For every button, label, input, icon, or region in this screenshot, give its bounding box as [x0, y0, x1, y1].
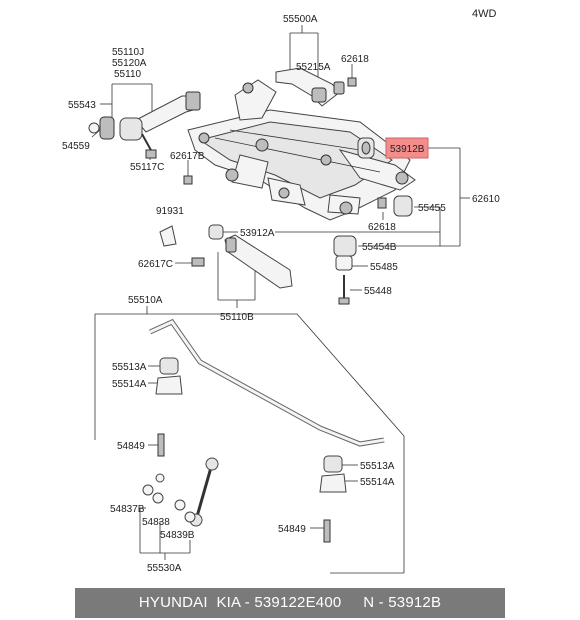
label-91931: 91931 — [156, 206, 184, 217]
label-55454B: 55454B — [362, 242, 397, 253]
label-55514A-right: 55514A — [360, 477, 395, 488]
label-55120A: 55120A — [112, 58, 147, 69]
label-55513A-left: 55513A — [112, 362, 147, 373]
bumper-stack — [333, 235, 357, 305]
label-55110B: 55110B — [220, 312, 254, 323]
label-55514A-left: 55514A — [112, 379, 147, 390]
label-55215A: 55215A — [296, 62, 331, 73]
part-labels: 55500A 55215A 62618 55110J 55120A 55110 … — [62, 14, 500, 574]
upper-arm — [275, 67, 357, 107]
label-55500A: 55500A — [283, 14, 318, 25]
label-62618-mid: 62618 — [368, 222, 396, 233]
rear-subframe — [187, 79, 416, 221]
label-54849-left: 54849 — [117, 441, 145, 452]
label-55455: 55455 — [418, 203, 446, 214]
drive-type-label: 4WD — [472, 8, 497, 20]
label-62610: 62610 — [472, 194, 500, 205]
label-54839B: 54839B — [160, 530, 195, 541]
label-55110: 55110 — [114, 69, 142, 80]
label-55485: 55485 — [370, 262, 398, 273]
trailing-arm — [88, 91, 201, 185]
label-54559: 54559 — [62, 141, 90, 152]
label-54837B: 54837B — [110, 504, 145, 515]
label-55110J: 55110J — [112, 47, 144, 58]
label-55117C: 55117C — [130, 162, 164, 173]
label-55448: 55448 — [364, 286, 392, 297]
bushings-right — [357, 137, 413, 217]
lower-arm — [159, 224, 293, 289]
label-62618-top: 62618 — [341, 54, 369, 65]
label-53912B: 53912B — [390, 144, 425, 155]
label-53912A: 53912A — [240, 228, 275, 239]
label-55513A-right: 55513A — [360, 461, 395, 472]
label-54838: 54838 — [142, 517, 170, 528]
label-62617B: 62617B — [170, 151, 205, 162]
highlight-53912B — [385, 137, 429, 159]
label-55530A: 55530A — [147, 563, 182, 574]
leader-lines — [91, 25, 470, 574]
label-55510A: 55510A — [128, 295, 163, 306]
stabilizer-bar — [142, 318, 385, 543]
label-54849-right: 54849 — [278, 524, 306, 535]
label-62617C: 62617C — [138, 259, 173, 270]
part-number-footer: HYUNDAI KIA - 539122E400 N - 53912B — [75, 588, 505, 618]
label-55543: 55543 — [68, 100, 96, 111]
